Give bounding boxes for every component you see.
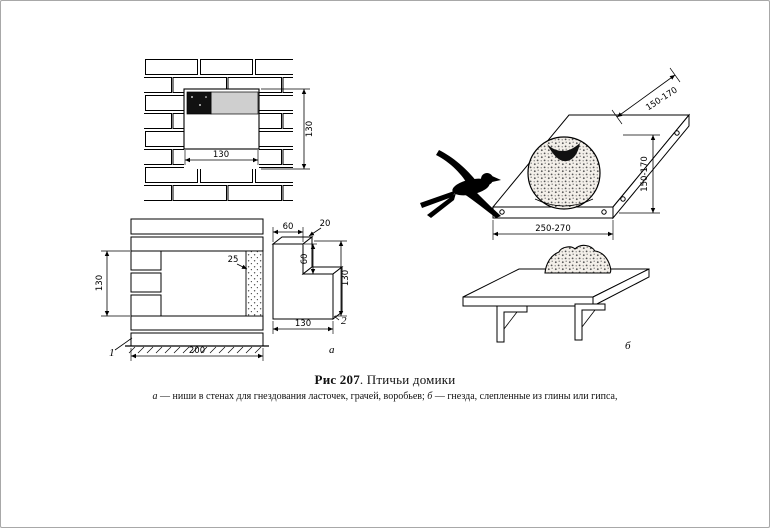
caption-text: . Птичьи домики bbox=[359, 372, 456, 387]
clay-nest bbox=[527, 136, 601, 210]
bird-lower-wing bbox=[464, 189, 501, 218]
dim-plaster-thickness: 25 bbox=[228, 255, 239, 265]
mortar-joint bbox=[215, 238, 218, 250]
dim-niche-height: 130 bbox=[305, 121, 315, 137]
bracket-gusset bbox=[581, 309, 596, 328]
bracket-shelf-view: б bbox=[462, 244, 650, 352]
label-a: а bbox=[329, 344, 335, 356]
bird-body bbox=[452, 178, 490, 196]
dim-section-height: 130 bbox=[95, 275, 105, 291]
nest-entrance bbox=[547, 143, 580, 162]
screw-hole bbox=[499, 209, 505, 215]
bracket-gusset bbox=[503, 311, 518, 330]
caption-legend: а — ниши в стенах для гнездования ласточ… bbox=[1, 391, 769, 402]
bird-beak bbox=[492, 176, 501, 182]
hole-speckle bbox=[191, 96, 193, 98]
mortar-joint bbox=[169, 334, 172, 345]
caption-title: Рис 207. Птичьи домики bbox=[1, 372, 769, 388]
masonry-brick bbox=[130, 294, 162, 317]
masonry-course bbox=[130, 236, 264, 252]
angle-bracket bbox=[496, 305, 528, 343]
hole-speckle bbox=[205, 96, 207, 98]
masonry-course bbox=[130, 218, 264, 235]
screw-hole bbox=[620, 196, 626, 202]
masonry-brick bbox=[130, 272, 162, 293]
legend-b-text: — гнезда, слепленные из глины или гипса, bbox=[432, 391, 618, 402]
masonry-brick bbox=[130, 250, 162, 271]
dim-block-width: 130 bbox=[295, 319, 311, 329]
ground-hatch bbox=[128, 346, 262, 354]
wall-section-view: 130 200 25 1 60 20 60 130 bbox=[95, 218, 351, 361]
caption-number: Рис 207 bbox=[314, 372, 360, 387]
dim-block-height: 130 bbox=[341, 270, 351, 286]
legend-b-label: б bbox=[427, 391, 433, 402]
bird-head bbox=[481, 173, 493, 185]
board-front-edge bbox=[462, 296, 594, 307]
bird-tail-fork bbox=[427, 193, 456, 218]
mortar-joint bbox=[177, 220, 180, 233]
bird-tail-fork bbox=[420, 190, 457, 208]
bird-upper-wing bbox=[436, 150, 477, 187]
dim-section-width: 200 bbox=[189, 346, 205, 356]
callout-1: 1 bbox=[109, 347, 115, 359]
angle-bracket bbox=[574, 303, 606, 341]
hole-speckle bbox=[199, 104, 201, 106]
figure-caption: Рис 207. Птичьи домики а — ниши в стенах… bbox=[1, 372, 769, 402]
legend-a-label: а bbox=[152, 391, 158, 402]
mortar-joint bbox=[201, 317, 204, 329]
dim-block-top: 60 bbox=[283, 222, 294, 232]
masonry-course bbox=[130, 315, 264, 331]
dim-block-step: 60 bbox=[300, 254, 310, 265]
dim-shelf-height: 150-170 bbox=[640, 156, 650, 192]
nest-shadow bbox=[534, 198, 594, 207]
nest-on-board bbox=[544, 244, 612, 274]
entrance-hole bbox=[186, 91, 212, 115]
legend-a-text: — ниши в стенах для гнездования ласточек… bbox=[157, 391, 428, 402]
screw-hole bbox=[674, 130, 680, 136]
board-right-edge bbox=[592, 268, 650, 307]
dim-niche-width: 130 bbox=[213, 150, 229, 160]
wall-front-view: 130 130 bbox=[144, 58, 315, 202]
lining-block bbox=[271, 235, 344, 321]
plaster-strip bbox=[245, 250, 264, 317]
nest-shelf-view: 150-170 150-170 250-270 bbox=[420, 67, 691, 240]
callout-2: 2 bbox=[341, 315, 347, 327]
dim-shelf-depth: 150-170 bbox=[644, 85, 679, 113]
shelf-front-edge bbox=[492, 206, 614, 219]
label-b: б bbox=[625, 340, 631, 352]
dim-block-depth: 20 bbox=[320, 219, 331, 229]
niche-inner-shelf bbox=[210, 91, 259, 115]
screw-hole bbox=[601, 209, 607, 215]
masonry-course bbox=[130, 332, 264, 347]
dim-shelf-width: 250-270 bbox=[535, 224, 571, 234]
swallow-bird bbox=[420, 150, 501, 218]
